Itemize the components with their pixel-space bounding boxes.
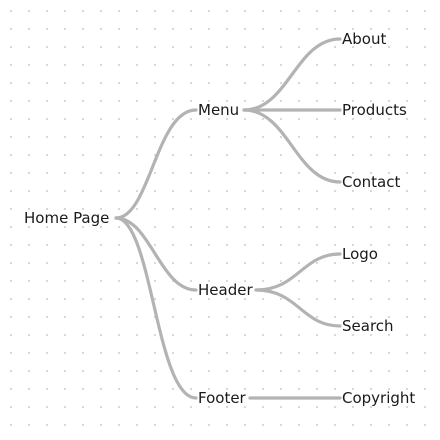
edge-root-header <box>114 216 198 292</box>
node-search[interactable]: Search <box>342 317 394 335</box>
edge-root-footer <box>114 216 198 400</box>
node-about[interactable]: About <box>342 30 387 48</box>
node-copyright[interactable]: Copyright <box>342 389 416 407</box>
edge-root-menu <box>114 108 198 220</box>
node-contact[interactable]: Contact <box>342 173 401 191</box>
node-menu[interactable]: Menu <box>198 101 240 119</box>
node-products[interactable]: Products <box>342 101 407 119</box>
node-home-page[interactable]: Home Page <box>24 209 110 227</box>
edge-header-logo <box>254 252 342 292</box>
node-header[interactable]: Header <box>198 281 253 299</box>
edge-menu-contact <box>242 108 342 184</box>
edge-header-search <box>254 288 342 328</box>
edge-menu-about <box>242 37 342 112</box>
node-footer[interactable]: Footer <box>198 389 246 407</box>
node-logo[interactable]: Logo <box>342 245 378 263</box>
